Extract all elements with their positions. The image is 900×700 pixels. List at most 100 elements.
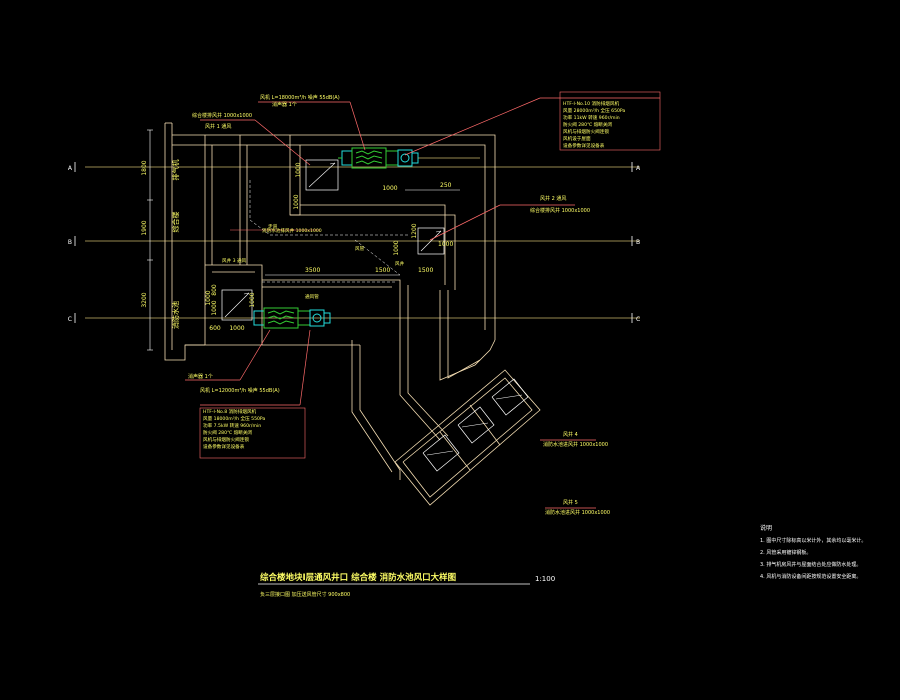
fire-pool-shaft-diag-2 — [461, 422, 489, 428]
drawing-subtitle: 负三层接口图 加压送风管尺寸 900x800 — [260, 591, 350, 598]
dim-left-shaft-v4: 1000 — [249, 292, 256, 307]
right-spec-line-2: 风量 28000m³/h 全压 650Pa — [563, 107, 625, 114]
top-fan-sub: 消声器 1个 — [272, 101, 297, 108]
right-spec-line-1: HTF-I-No.10 消防排烟风机 — [563, 100, 619, 107]
bottom-fan-fan-icon — [312, 313, 322, 323]
corridor-label: 走道 — [268, 223, 278, 230]
ramp-right-outer — [439, 290, 496, 381]
right-spec-line-3: 功率 11kW 转速 960r/min — [563, 114, 620, 121]
shaft-left-diag — [224, 292, 250, 318]
top-fan-silencer-wave-3 — [355, 160, 383, 165]
axis-tag-left: B — [68, 239, 72, 246]
leader-top-fan-d — [349, 101, 366, 151]
notes-item-2: 2. 风管采用镀锌钢板。 — [760, 549, 811, 556]
ramp-right-inner — [447, 290, 481, 379]
room-label-complex: 综合楼 — [171, 212, 180, 233]
left-shaft-label: 消防水池排风井 1000x1000 — [262, 227, 322, 234]
bottom-spec-line-1: HTF-I-No.8 消防排烟风机 — [203, 408, 257, 415]
axis-tag-right: B — [636, 239, 640, 246]
dim-left-shaft-v3: 1000 — [205, 290, 212, 305]
dim-right-shaft-v: 1000 — [393, 240, 400, 255]
dim-label-1500b: 1500 — [418, 267, 433, 274]
side-b-sub: 消防水池进风井 1000x1000 — [545, 509, 610, 516]
shaft-top — [305, 159, 339, 191]
shaft-top-diag — [308, 162, 336, 188]
axis-grid — [74, 162, 640, 323]
axis-tag-left: C — [68, 316, 72, 323]
dim-label-250: 250 — [440, 182, 452, 189]
dim-right-shaft-1200: 1200 — [411, 223, 418, 238]
right-spec-line-6: 风机设于屋面 — [563, 135, 591, 142]
ramp-left-inner — [351, 340, 393, 473]
duct-run-top — [249, 180, 410, 236]
corridor-top-outer — [290, 214, 456, 290]
ramp-left-outer — [359, 345, 401, 480]
bottom-fan-sub: 消声器 1个 — [188, 373, 213, 380]
shaft-top-arrow — [329, 162, 336, 165]
fire-label: 风井 — [395, 260, 405, 267]
fire-pool-outer — [394, 369, 541, 506]
dim-left-shaft-h: 1000 — [229, 325, 244, 332]
top-fan-silencer-wave-2 — [355, 155, 383, 160]
notes-item-3: 3. 排气机房风井与屋面结合处应做防水处理。 — [760, 561, 861, 568]
dim-label-3500: 3500 — [305, 267, 320, 274]
bottom-spec-frame — [199, 407, 306, 459]
dimension-lines — [147, 129, 460, 351]
right-spec-line-7: 设备参数详见设备表 — [563, 142, 605, 149]
drawing-title: 综合楼地块Ⅰ层通风井口 综合楼 消防水池风口大样图 — [260, 572, 456, 583]
leader-lines — [185, 91, 661, 509]
dim-left-1900: 1900 — [141, 220, 148, 235]
left-shaft-wall — [205, 264, 263, 345]
dim-left-shaft-800: 800 — [211, 284, 218, 296]
dim-left-3200: 3200 — [141, 292, 148, 307]
top-fan-fan-icon — [400, 153, 410, 163]
dim-left-shaft-600: 600 — [209, 325, 221, 332]
dim-left-1800: 1800 — [141, 160, 148, 175]
shaft-right-diag — [420, 230, 442, 252]
fire-pool-shaft-3 — [491, 378, 529, 416]
leader-right-shaft-d — [429, 204, 501, 241]
duct-run-diag — [354, 239, 401, 276]
bottom-fan-silencer-wave-1 — [267, 310, 295, 315]
corridor-label-3: 风管 — [355, 245, 365, 252]
side-b-title: 风井 5 — [563, 499, 578, 506]
side-a-title: 风井 4 — [563, 431, 578, 438]
shaft-left-arrow — [243, 292, 250, 295]
ramp-mid-inner — [407, 285, 449, 437]
fire-pool-shaft-2 — [457, 406, 495, 444]
top-shaft-sub: 风井 1 通风 — [205, 123, 231, 130]
left-shaft-sub: 风井 3 通风 — [222, 257, 247, 264]
wall-top-outer — [172, 134, 496, 340]
leader-bottom-fan-d — [299, 329, 311, 406]
bottom-spec-line-6: 设备参数详见设备表 — [203, 443, 245, 450]
fire-pool-div-1 — [439, 431, 471, 471]
room-label-exhaust: 排气机 — [171, 160, 180, 181]
leader-top-shaft-d — [254, 119, 311, 166]
drawing-scale: 1:100 — [535, 575, 555, 583]
axis-tag-right: C — [636, 316, 640, 323]
dim-left-shaft-v: 1000 — [211, 300, 218, 315]
leader-bottom-fan2-d — [239, 329, 271, 381]
notes-item-1: 1. 图中尺寸除标高以米计外，其余均以毫米计。 — [760, 537, 866, 544]
ramp-mid-outer — [399, 340, 441, 441]
leader-right-block-d — [404, 97, 541, 156]
top-fan-silencer-wave-1 — [355, 150, 383, 155]
bottom-fan-silencer-wave-3 — [267, 320, 295, 325]
dim-label-1500: 1500 — [375, 267, 390, 274]
bottom-spec-line-3: 功率 7.5kW 转速 960r/min — [203, 422, 261, 429]
fire-pool-shaft-diag-1 — [426, 450, 454, 456]
mid-corridor-top — [262, 279, 401, 340]
top-shaft-label: 综合楼排风井 1000x1000 — [192, 112, 252, 119]
room-label-pool: 消防水池 — [171, 301, 180, 329]
bottom-fan-label: 风机 L=12000m³/h 噪声 55dB(A) — [200, 387, 280, 394]
right-spec-line-4: 防火阀 280℃ 熔断关闭 — [563, 121, 612, 128]
dim-top-shaft-v: 1000 — [295, 162, 302, 177]
bottom-spec-line-2: 风量 18000m³/h 全压 550Pa — [203, 415, 265, 422]
axis-tag-left: A — [68, 165, 73, 172]
axis-tag-right: A — [636, 165, 641, 172]
shaft-right — [417, 227, 445, 255]
fire-pool-div-2 — [469, 404, 501, 446]
side-a-sub: 消防水池进风井 1000x1000 — [543, 441, 608, 448]
